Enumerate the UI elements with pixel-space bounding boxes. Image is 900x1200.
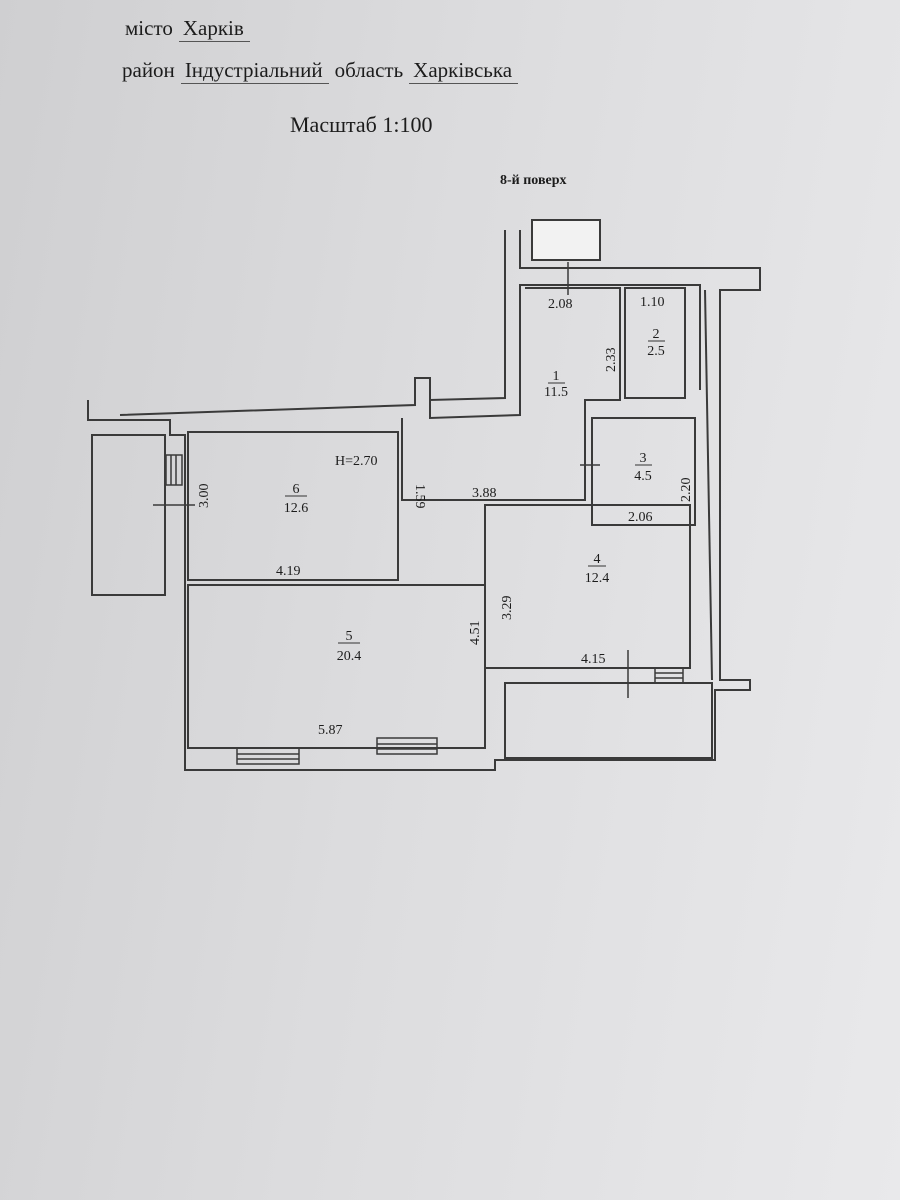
dim-4-51: 4.51 <box>468 621 483 646</box>
room-6-outline <box>187 431 399 581</box>
dim-2-08: 2.08 <box>548 297 573 312</box>
dim-2-20: 2.20 <box>679 478 694 503</box>
room-3-outline <box>591 417 696 526</box>
dim-2-33: 2.33 <box>604 348 619 373</box>
dim-2-06: 2.06 <box>628 510 653 525</box>
room-3-number: 3 <box>640 451 647 466</box>
city-value: Харків <box>178 16 250 42</box>
dim-4-15: 4.15 <box>581 652 606 667</box>
outer-wall <box>87 230 761 771</box>
dim-3-29: 3.29 <box>500 596 515 621</box>
room-2-outline <box>624 287 686 399</box>
room-1-outline <box>401 287 621 501</box>
room-6-area: 12.6 <box>284 501 309 516</box>
floor-label: 8-й поверх <box>500 173 567 188</box>
room-5-area: 20.4 <box>337 649 362 664</box>
balcony-bottom <box>504 682 713 759</box>
walls <box>87 219 761 771</box>
windows <box>153 262 684 765</box>
shaft-box <box>531 219 601 261</box>
balcony-left <box>91 434 166 596</box>
dim-5-87: 5.87 <box>318 723 343 738</box>
room-2-area: 2.5 <box>647 344 665 359</box>
room-2-number: 2 <box>653 327 660 342</box>
city-label: місто <box>125 16 173 40</box>
dim-3-88: 3.88 <box>472 486 497 501</box>
dim-4-19: 4.19 <box>276 564 301 579</box>
room-labels: 1 11.5 2 2.5 3 4.5 4 12.4 5 20.4 6 12.6 <box>284 327 665 664</box>
dim-3-00: 3.00 <box>197 484 212 509</box>
corridor-wall <box>429 284 701 420</box>
room-4-number: 4 <box>594 552 601 567</box>
district-label: район <box>122 58 175 82</box>
room-5-number: 5 <box>346 629 353 644</box>
room-1-area: 11.5 <box>544 385 568 400</box>
room-6-number: 6 <box>293 482 300 497</box>
scale-label: Масштаб 1:100 <box>290 112 433 137</box>
district-value: Індустріальний <box>180 58 329 84</box>
dim-1-10: 1.10 <box>640 295 665 310</box>
dim-1-59: 1.59 <box>412 484 427 509</box>
ceiling-height: H=2.70 <box>335 454 378 469</box>
room-4-outline <box>484 504 691 669</box>
room-4-area: 12.4 <box>585 571 610 586</box>
room-1-number: 1 <box>553 369 560 384</box>
building-right-wall <box>704 289 713 681</box>
room-3-area: 4.5 <box>634 469 652 484</box>
region-label: область <box>334 58 404 82</box>
region-value: Харківська <box>409 58 519 84</box>
outer-wall-inner <box>119 230 506 416</box>
dimensions: 2.08 1.10 2.33 H=2.70 1.59 3.88 2.20 2.0… <box>197 295 694 738</box>
